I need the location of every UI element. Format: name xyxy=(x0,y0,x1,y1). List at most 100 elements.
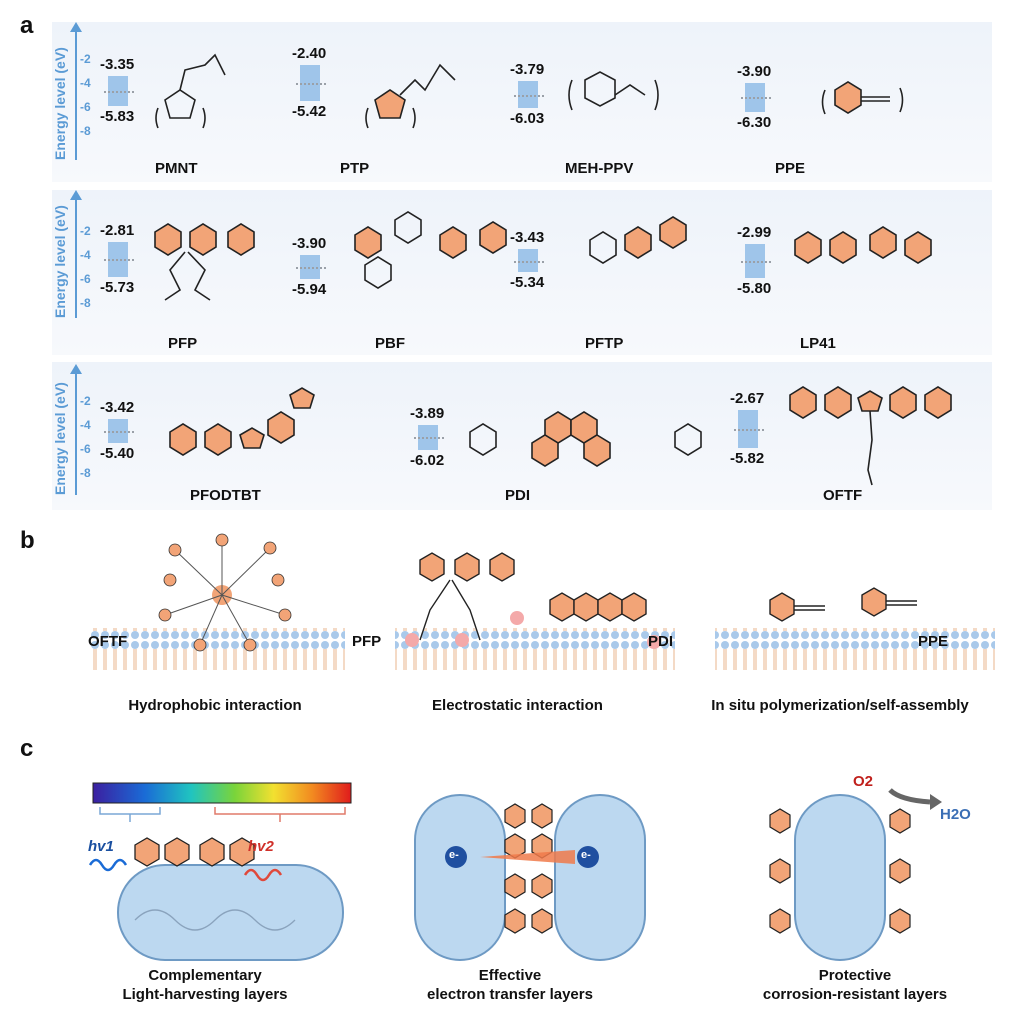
homo-value: -5.34 xyxy=(510,274,545,292)
energy-tick: -4 xyxy=(80,248,91,262)
hv1-label: hv1 xyxy=(88,838,114,855)
polymer-name: PDI xyxy=(505,487,531,504)
mehppv-structure xyxy=(568,71,659,111)
energy-tick: -8 xyxy=(80,466,91,480)
pbf-structure xyxy=(354,211,507,289)
energy-bar-midline xyxy=(741,260,771,263)
energy-tick: -2 xyxy=(80,52,91,66)
energy-bar-midline xyxy=(296,82,326,85)
pdi-on-membrane xyxy=(549,592,647,622)
panel-c-illustration xyxy=(88,782,942,961)
homo-value: -6.02 xyxy=(410,452,445,470)
electron-right xyxy=(577,846,599,868)
lumo-value: -3.79 xyxy=(510,61,545,79)
pfodtbt-structure xyxy=(169,387,315,456)
lumo-value: -3.90 xyxy=(292,234,327,252)
energy-bar-pmnt xyxy=(108,76,128,106)
red-bracket xyxy=(214,807,346,822)
caption-electrostatic: Electrostatic interaction xyxy=(432,697,603,714)
energy-bar-midline xyxy=(104,259,134,262)
lumo-value: -2.40 xyxy=(292,44,327,62)
energy-axis-arrow-1 xyxy=(70,22,82,32)
panel-b-label-oftf: OFTF xyxy=(88,633,128,650)
lumo-value: -3.90 xyxy=(737,62,772,80)
energy-bar-midline xyxy=(104,430,134,433)
energy-axis-1 xyxy=(75,30,77,160)
cell-2a xyxy=(414,794,506,961)
polymer-name: PPE xyxy=(775,160,806,177)
energy-bar-midline xyxy=(734,428,764,431)
panel-a-letter: a xyxy=(20,12,34,39)
membrane-2 xyxy=(395,628,675,670)
protective-polymers xyxy=(769,808,911,934)
homo-value: -5.80 xyxy=(737,279,772,297)
membrane-1 xyxy=(90,628,345,670)
ppe-on-membrane xyxy=(769,587,917,622)
pdi-structure xyxy=(469,411,702,467)
energy-tick: -4 xyxy=(80,418,91,432)
homo-value: -5.83 xyxy=(100,107,135,125)
energy-bar-midline xyxy=(414,437,444,440)
cell-3 xyxy=(794,794,886,961)
energy-tick: -6 xyxy=(80,442,91,456)
homo-value: -5.42 xyxy=(292,103,327,121)
polymer-name: PBF xyxy=(375,335,405,352)
electron-arrow xyxy=(480,850,575,864)
spectrum-bar xyxy=(92,782,352,804)
energy-tick: -6 xyxy=(80,272,91,286)
hv2-label: hv2 xyxy=(248,838,274,855)
ptp-structure xyxy=(365,63,456,129)
energy-axis-3 xyxy=(75,372,77,495)
pfp-structure xyxy=(154,223,255,301)
lumo-value: -2.81 xyxy=(100,221,135,239)
electron-label-left: e- xyxy=(449,849,459,861)
electron-label-right: e- xyxy=(581,849,591,861)
cell-2b xyxy=(554,794,646,961)
energy-bar-midline xyxy=(741,97,771,100)
panel-b-label-pfp: PFP xyxy=(352,633,382,650)
lumo-value: -3.35 xyxy=(100,56,135,74)
polymer-name: PTP xyxy=(340,160,370,177)
cell-1 xyxy=(117,864,344,961)
panel-c-letter: c xyxy=(20,735,34,762)
energy-bar-midline xyxy=(104,91,134,94)
energy-axis-arrow-2 xyxy=(70,190,82,200)
oftf-structure xyxy=(789,386,952,486)
homo-value: -6.03 xyxy=(510,110,545,128)
energy-bar-oftf xyxy=(738,410,758,448)
homo-value: -5.82 xyxy=(730,449,765,467)
oftf-dendrimer xyxy=(158,533,292,652)
energy-tick: -2 xyxy=(80,224,91,238)
energy-tick: -4 xyxy=(80,76,91,90)
caption-hydrophobic: Hydrophobic interaction xyxy=(128,697,302,714)
energy-bar-midline xyxy=(514,94,544,97)
homo-value: -5.94 xyxy=(292,281,327,299)
energy-tick: -8 xyxy=(80,296,91,310)
homo-value: -5.73 xyxy=(100,278,135,296)
pfp-on-membrane xyxy=(419,552,515,641)
energy-tick: -2 xyxy=(80,394,91,408)
lp41-structure xyxy=(794,226,932,264)
lumo-value: -2.67 xyxy=(730,390,765,408)
blue-light-wave xyxy=(88,858,128,872)
membrane-3 xyxy=(715,628,995,670)
panel-a-row-2-background xyxy=(52,190,992,355)
positive-charges xyxy=(405,611,661,649)
energy-bar-midline xyxy=(514,260,544,263)
polymer-name: MEH-PPV xyxy=(565,160,634,177)
panel-b-label-pdi: PDI xyxy=(648,633,674,650)
oxidation-arrow xyxy=(888,788,931,805)
ppe-structure xyxy=(821,81,904,115)
polymer-name: OFTF xyxy=(823,487,863,504)
blue-bracket xyxy=(99,807,161,822)
caption-in-situ: In situ polymerization/self-assembly xyxy=(711,697,969,714)
electron-transfer-polymers xyxy=(504,803,553,934)
energy-bar-midline xyxy=(296,267,326,270)
energy-bar-pdi xyxy=(418,424,438,451)
pftp-structure xyxy=(589,216,687,264)
energy-tick: -6 xyxy=(80,100,91,114)
electron-left xyxy=(445,846,467,868)
lumo-value: -3.43 xyxy=(510,229,545,247)
